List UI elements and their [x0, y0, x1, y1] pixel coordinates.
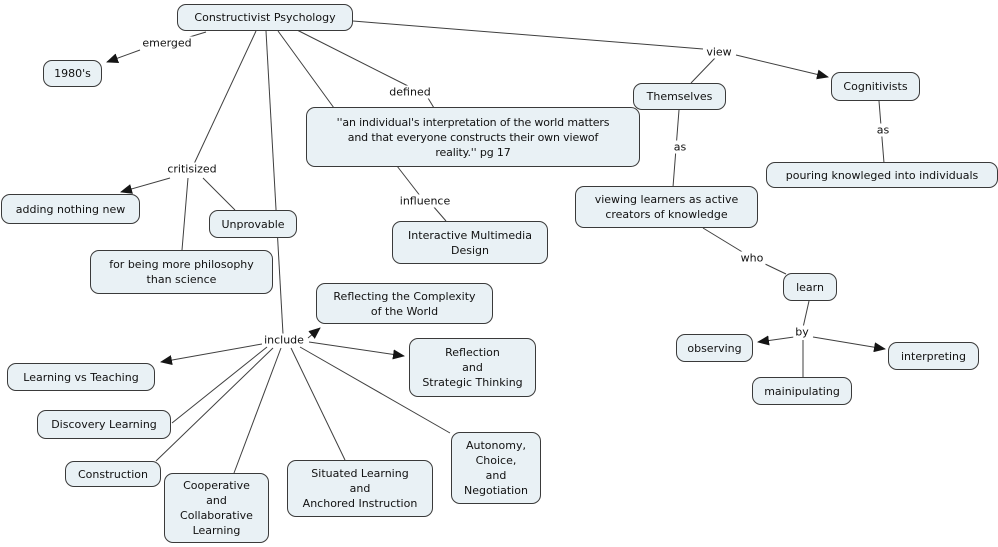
- node-adding-nothing-new[interactable]: adding nothing new: [1, 194, 140, 224]
- node-themselves[interactable]: Themselves: [633, 83, 726, 110]
- node-learning-vs-teaching[interactable]: Learning vs Teaching: [7, 363, 155, 391]
- link-label-view[interactable]: view: [704, 45, 734, 59]
- link-label-defined[interactable]: defined: [387, 85, 433, 99]
- link-label-by[interactable]: by: [793, 325, 811, 339]
- link-label-influence[interactable]: influence: [397, 194, 453, 208]
- link-label-as-cognitivists[interactable]: as: [874, 123, 892, 137]
- node-1980s[interactable]: 1980's: [43, 60, 102, 87]
- node-discovery-learning[interactable]: Discovery Learning: [37, 410, 171, 439]
- node-pouring-knowledge[interactable]: pouring knowleged into individuals: [766, 162, 998, 188]
- node-reflection-strategic-thinking[interactable]: Reflection and Strategic Thinking: [409, 338, 536, 397]
- node-interactive-multimedia-design[interactable]: Interactive Multimedia Design: [392, 221, 548, 264]
- node-constructivist-psychology[interactable]: Constructivist Psychology: [177, 4, 353, 31]
- node-viewing-learners[interactable]: viewing learners as active creators of k…: [575, 186, 758, 228]
- node-construction[interactable]: Construction: [65, 461, 161, 487]
- node-unprovable[interactable]: Unprovable: [209, 210, 297, 238]
- node-definition-quote[interactable]: ''an individual's interpretation of the …: [306, 107, 640, 167]
- node-philosophy-than-science[interactable]: for being more philosophy than science: [90, 250, 273, 294]
- link-label-who[interactable]: who: [738, 251, 766, 265]
- node-reflecting-complexity[interactable]: Reflecting the Complexity of the World: [316, 283, 493, 324]
- node-situated-learning-anchored-instruction[interactable]: Situated Learning and Anchored Instructi…: [287, 460, 433, 517]
- node-cooperative-collaborative-learning[interactable]: Cooperative and Collaborative Learning: [164, 473, 269, 543]
- link-label-include[interactable]: include: [262, 333, 306, 347]
- link-label-critisized[interactable]: critisized: [165, 162, 219, 176]
- node-cognitivists[interactable]: Cognitivists: [831, 72, 920, 101]
- node-autonomy-choice-negotiation[interactable]: Autonomy, Choice, and Negotiation: [451, 432, 541, 504]
- link-label-as-themselves[interactable]: as: [671, 140, 689, 154]
- node-observing[interactable]: observing: [676, 334, 753, 362]
- link-label-emerged[interactable]: emerged: [140, 36, 194, 50]
- node-learn[interactable]: learn: [783, 273, 837, 301]
- node-mainipulating[interactable]: mainipulating: [752, 377, 852, 405]
- node-interpreting[interactable]: interpreting: [888, 342, 979, 370]
